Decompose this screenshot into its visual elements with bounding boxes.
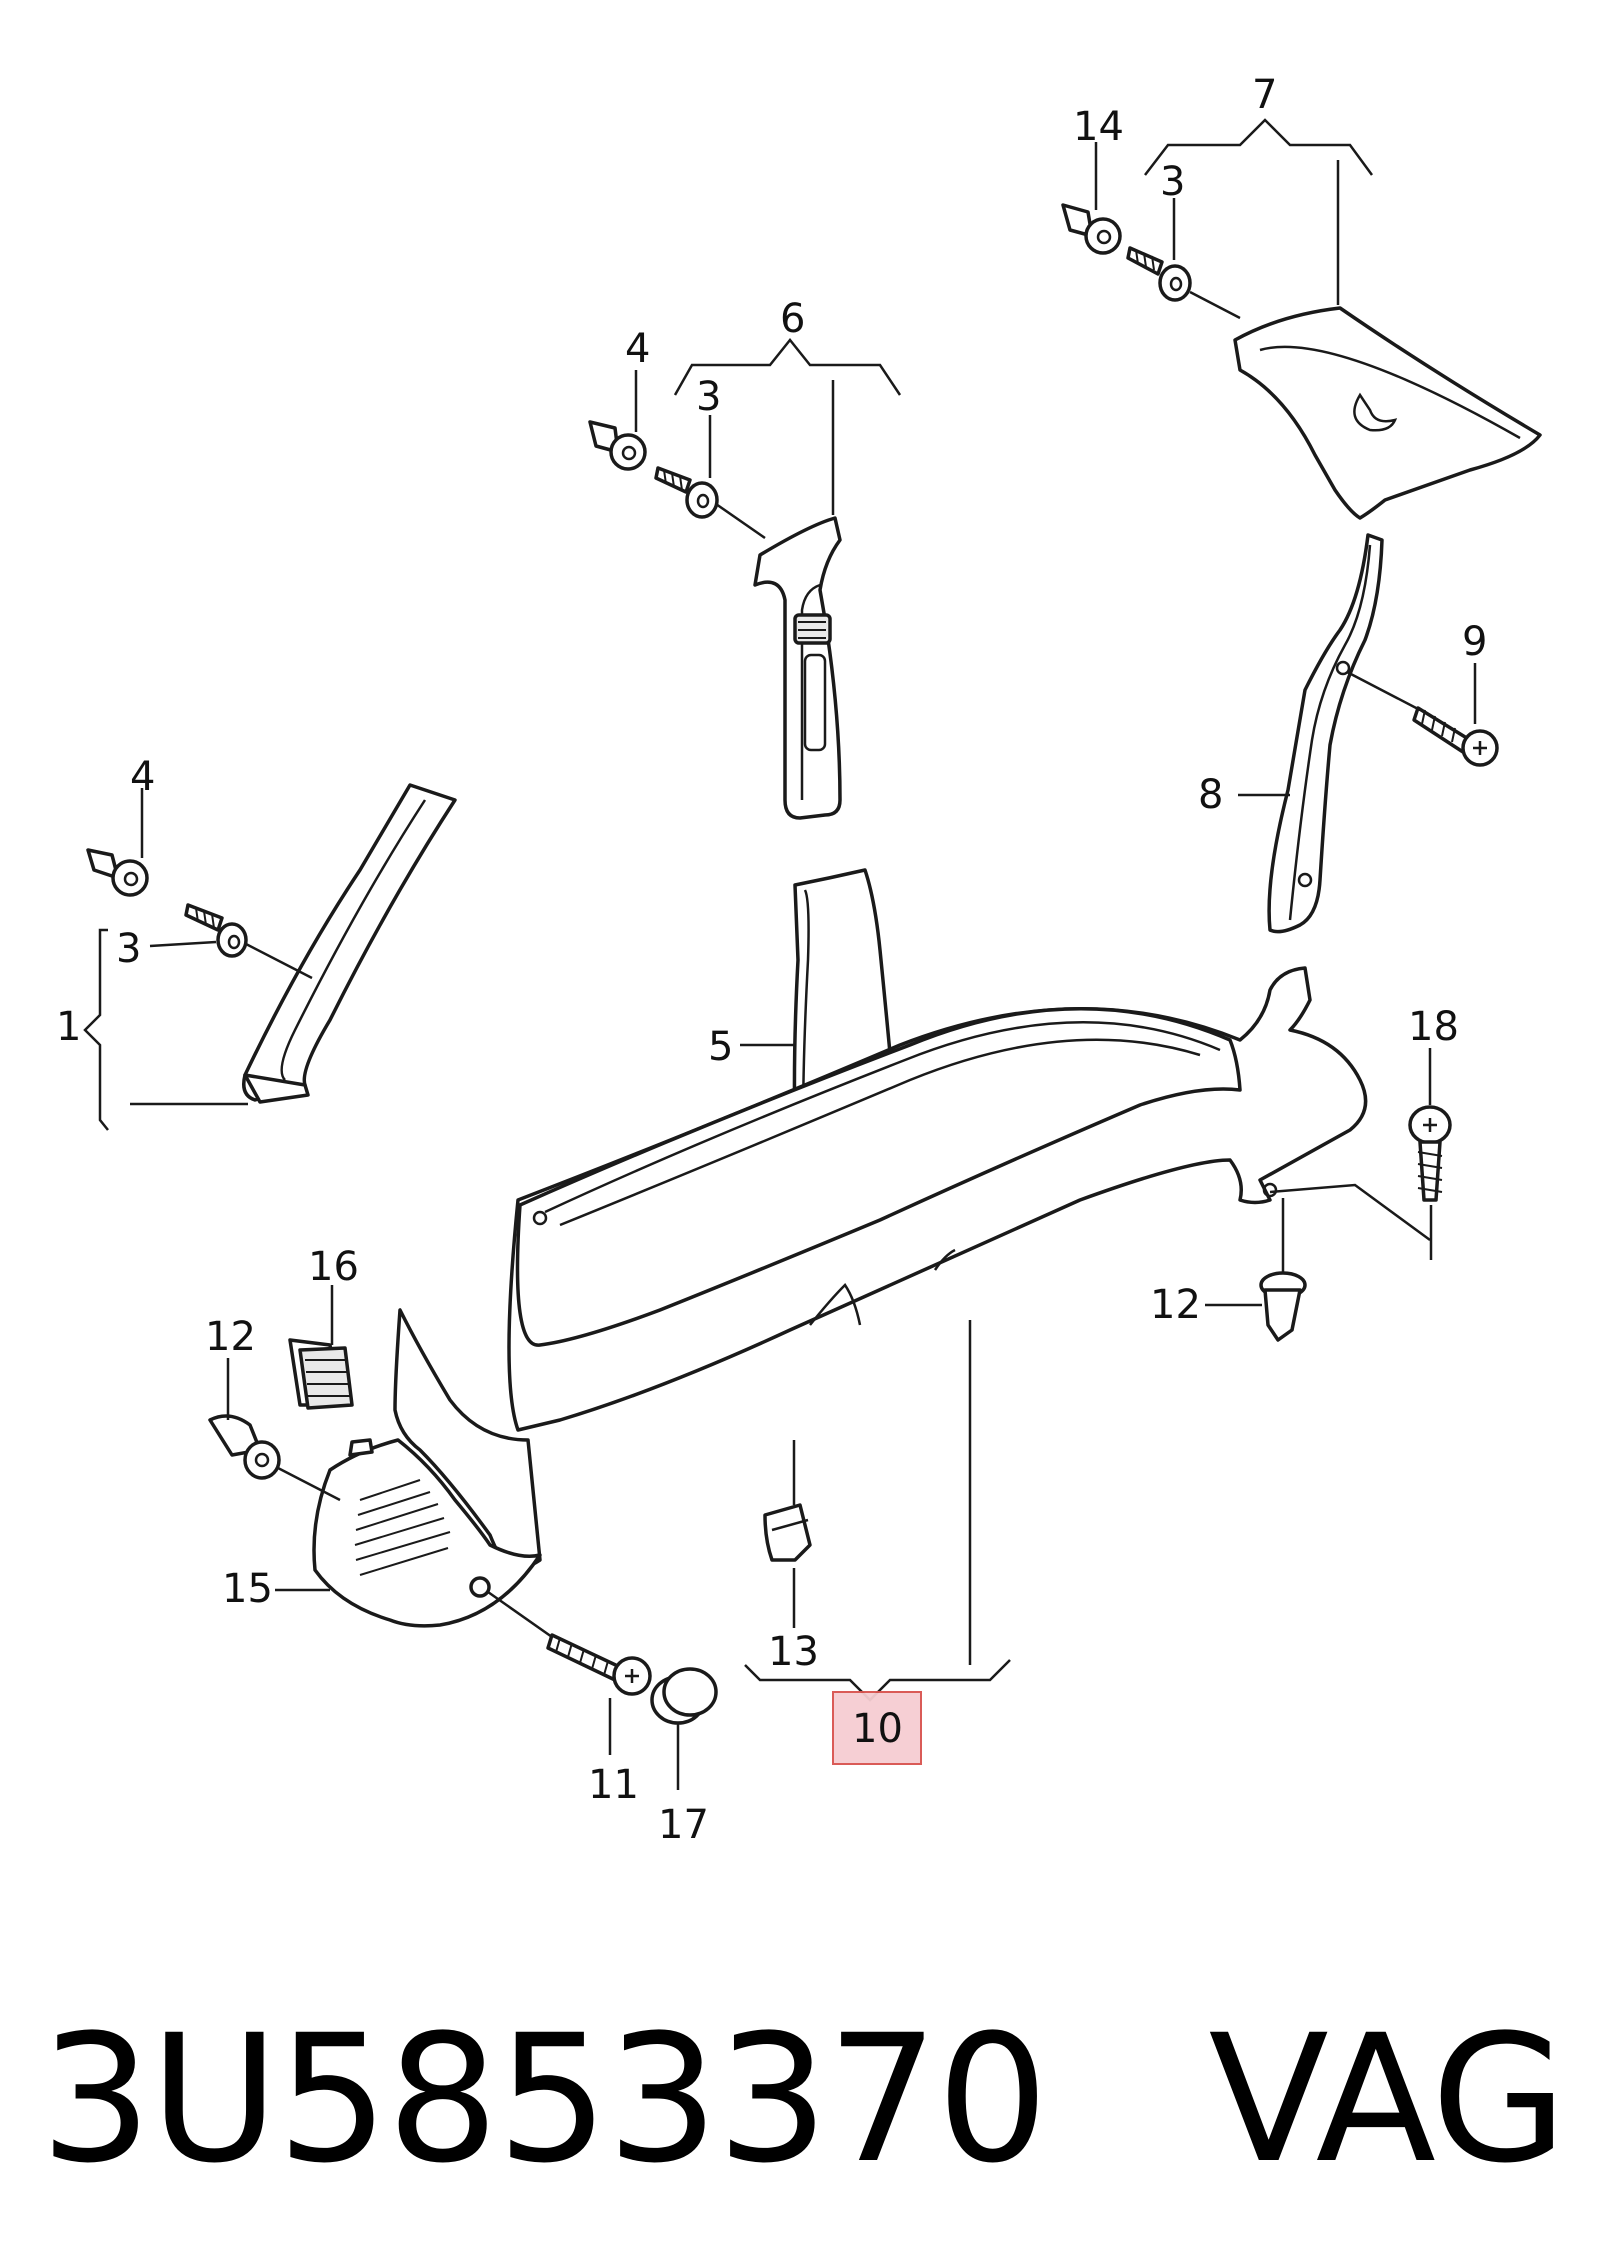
bolt-4a [86,848,149,897]
clip-13 [763,1503,812,1562]
callout-3b: 3 [696,374,721,420]
callout-9: 9 [1462,619,1487,665]
bolt-4b [588,420,647,471]
caption-spacer [1047,1997,1209,2202]
callout-6: 6 [780,296,805,342]
callout-15: 15 [222,1566,273,1612]
part-10-sill-trim [507,966,1368,1432]
rivet-12a [208,1414,281,1480]
brand-name: VAG [1208,1997,1567,2202]
part-6-b-pillar-upper-trim [753,516,842,820]
callout-11: 11 [588,1762,639,1808]
highlight-box-10 [832,1691,922,1765]
callout-16: 16 [308,1244,359,1290]
part-number: 3U5853370 [40,1997,1049,2202]
callout-14: 14 [1073,104,1124,150]
part-1-a-pillar-trim [242,783,457,1104]
callout-1: 1 [56,1004,81,1050]
cap-17 [650,1667,718,1725]
callout-3a: 3 [116,926,141,972]
callout-3c: 3 [1160,159,1185,205]
screw-3c [1126,246,1192,302]
callout-7: 7 [1252,72,1277,118]
screw-3a [184,903,248,958]
part-number-caption: 3U5853370 VAG [40,1985,1600,2215]
screw-11 [469,1576,652,1696]
bolt-14 [1061,203,1122,255]
rivet-12b [1259,1271,1307,1342]
screw-18 [1408,1105,1452,1202]
callout-12a: 12 [205,1314,256,1360]
parts-diagram: 4 3 1 4 3 6 5 [56,72,1542,1848]
screw-9 [1412,706,1499,767]
clip-16 [288,1338,354,1410]
callout-10: 10 [852,1706,903,1752]
callout-4b: 4 [625,326,650,372]
screw-3b [654,466,719,519]
callout-8: 8 [1198,772,1223,818]
part-7-c-pillar-upper-trim [1233,306,1542,520]
callout-5: 5 [708,1024,733,1070]
callout-17: 17 [658,1802,709,1848]
callout-12b: 12 [1150,1282,1201,1328]
callout-13: 13 [768,1629,819,1675]
callout-4a: 4 [130,754,155,800]
part-8-c-pillar-lower-trim [1267,533,1384,934]
callout-18: 18 [1408,1004,1459,1050]
